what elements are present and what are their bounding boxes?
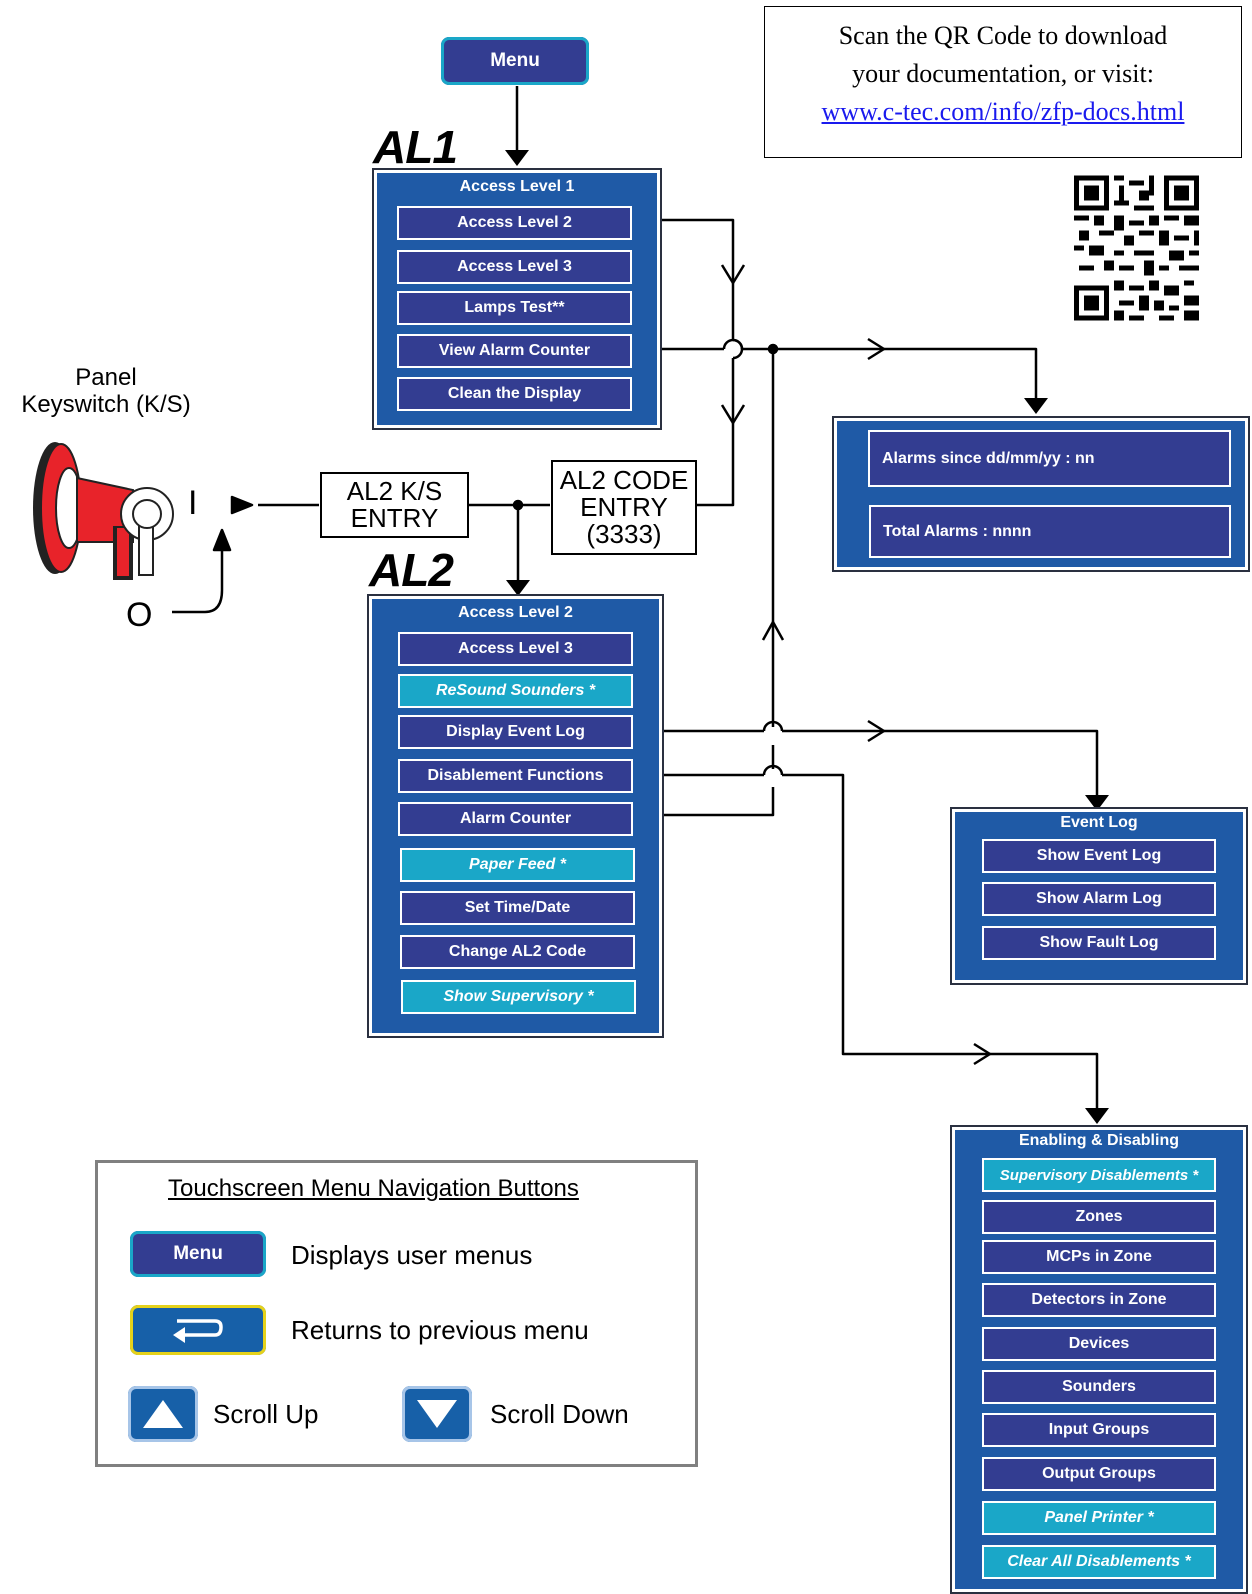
al2-access-level-3-button[interactable]: Access Level 3 xyxy=(398,632,633,666)
devices-button[interactable]: Devices xyxy=(982,1327,1216,1361)
legend-scroll-up: Scroll Up xyxy=(213,1399,319,1429)
al2-tag: AL2 xyxy=(369,544,454,596)
legend-menu-button[interactable]: Menu xyxy=(130,1231,266,1277)
navigation-legend: Touchscreen Menu Navigation Buttons Menu… xyxy=(95,1160,698,1467)
keyswitch-label-line1: Panel xyxy=(75,364,137,391)
zones-button[interactable]: Zones xyxy=(982,1200,1216,1234)
keyswitch-label-line2: Keyswitch (K/S) xyxy=(21,391,191,418)
al2-code-entry-box: AL2 CODE ENTRY (3333) xyxy=(551,460,697,555)
scroll-down-button[interactable] xyxy=(402,1386,472,1442)
total-alarms-field: Total Alarms : nnnn xyxy=(869,505,1231,558)
supervisory-disablements-button[interactable]: Supervisory Disablements * xyxy=(982,1158,1216,1192)
alarms-since-field: Alarms since dd/mm/yy : nn xyxy=(868,430,1231,487)
return-arrow-icon xyxy=(173,1319,223,1343)
keyswitch-position-on: I xyxy=(188,484,198,522)
back-button[interactable] xyxy=(130,1305,266,1355)
display-event-log-button[interactable]: Display Event Log xyxy=(398,715,633,749)
al2-ks-entry-line2: ENTRY xyxy=(350,503,439,533)
enabling-disabling-title: Enabling & Disabling xyxy=(1018,1132,1179,1149)
legend-title: Touchscreen Menu Navigation Buttons xyxy=(168,1175,579,1202)
event-log-title: Event Log xyxy=(1060,814,1138,831)
al2-code-entry-line3: (3333) xyxy=(586,519,662,549)
lamps-test-button[interactable]: Lamps Test** xyxy=(397,291,632,325)
menu-button[interactable]: Menu xyxy=(441,37,589,85)
output-groups-button[interactable]: Output Groups xyxy=(982,1457,1216,1491)
show-event-log-button[interactable]: Show Event Log xyxy=(982,839,1216,873)
qr-code-icon xyxy=(1074,175,1199,321)
al1-access-level-3-button[interactable]: Access Level 3 xyxy=(397,250,632,284)
al2-code-entry-line1: AL2 CODE xyxy=(559,465,689,495)
sounders-button[interactable]: Sounders xyxy=(982,1370,1216,1404)
disablement-functions-button[interactable]: Disablement Functions xyxy=(398,759,633,793)
mcps-in-zone-button[interactable]: MCPs in Zone xyxy=(982,1240,1216,1274)
al2-ks-entry-box: AL2 K/S ENTRY xyxy=(320,472,469,538)
qr-notice-box: Scan the QR Code to download your docume… xyxy=(764,6,1242,158)
resound-sounders-button[interactable]: ReSound Sounders * xyxy=(398,674,633,708)
scroll-up-button[interactable] xyxy=(128,1386,198,1442)
menu-button-label: Menu xyxy=(490,50,540,71)
alarm-counter-button[interactable]: Alarm Counter xyxy=(398,802,633,836)
legend-menu-label: Menu xyxy=(173,1243,223,1264)
clear-all-disablements-button[interactable]: Clear All Disablements * xyxy=(982,1545,1216,1579)
view-alarm-counter-button[interactable]: View Alarm Counter xyxy=(397,334,632,368)
access-level-2-title: Access Level 2 xyxy=(458,604,573,621)
show-fault-log-button[interactable]: Show Fault Log xyxy=(982,926,1216,960)
qr-notice-line1: Scan the QR Code to download xyxy=(838,21,1168,50)
change-al2-code-button[interactable]: Change AL2 Code xyxy=(400,935,635,969)
keyswitch-icon[interactable] xyxy=(25,430,175,600)
legend-back-desc: Returns to previous menu xyxy=(291,1315,589,1345)
documentation-link[interactable]: www.c-tec.com/info/zfp-docs.html xyxy=(821,97,1185,126)
access-level-1-title: Access Level 1 xyxy=(459,178,575,195)
set-time-date-button[interactable]: Set Time/Date xyxy=(400,891,635,925)
scroll-down-icon xyxy=(417,1400,457,1428)
al2-code-entry-line2: ENTRY xyxy=(580,492,668,522)
legend-scroll-down: Scroll Down xyxy=(490,1399,629,1429)
legend-menu-desc: Displays user menus xyxy=(291,1240,533,1270)
al2-ks-entry-line1: AL2 K/S xyxy=(346,476,443,506)
show-alarm-log-button[interactable]: Show Alarm Log xyxy=(982,882,1216,916)
al1-tag: AL1 xyxy=(373,121,458,173)
clean-display-button[interactable]: Clean the Display xyxy=(397,377,632,411)
qr-notice-line2: your documentation, or visit: xyxy=(852,59,1154,88)
show-supervisory-button[interactable]: Show Supervisory * xyxy=(401,980,636,1014)
keyswitch-label: Panel Keyswitch (K/S) xyxy=(8,364,204,418)
input-groups-button[interactable]: Input Groups xyxy=(982,1413,1216,1447)
paper-feed-button[interactable]: Paper Feed * xyxy=(400,848,635,882)
detectors-in-zone-button[interactable]: Detectors in Zone xyxy=(982,1283,1216,1317)
al1-access-level-2-button[interactable]: Access Level 2 xyxy=(397,206,632,240)
keyswitch-position-off: O xyxy=(126,596,153,634)
scroll-up-icon xyxy=(143,1400,183,1428)
panel-printer-button[interactable]: Panel Printer * xyxy=(982,1501,1216,1535)
